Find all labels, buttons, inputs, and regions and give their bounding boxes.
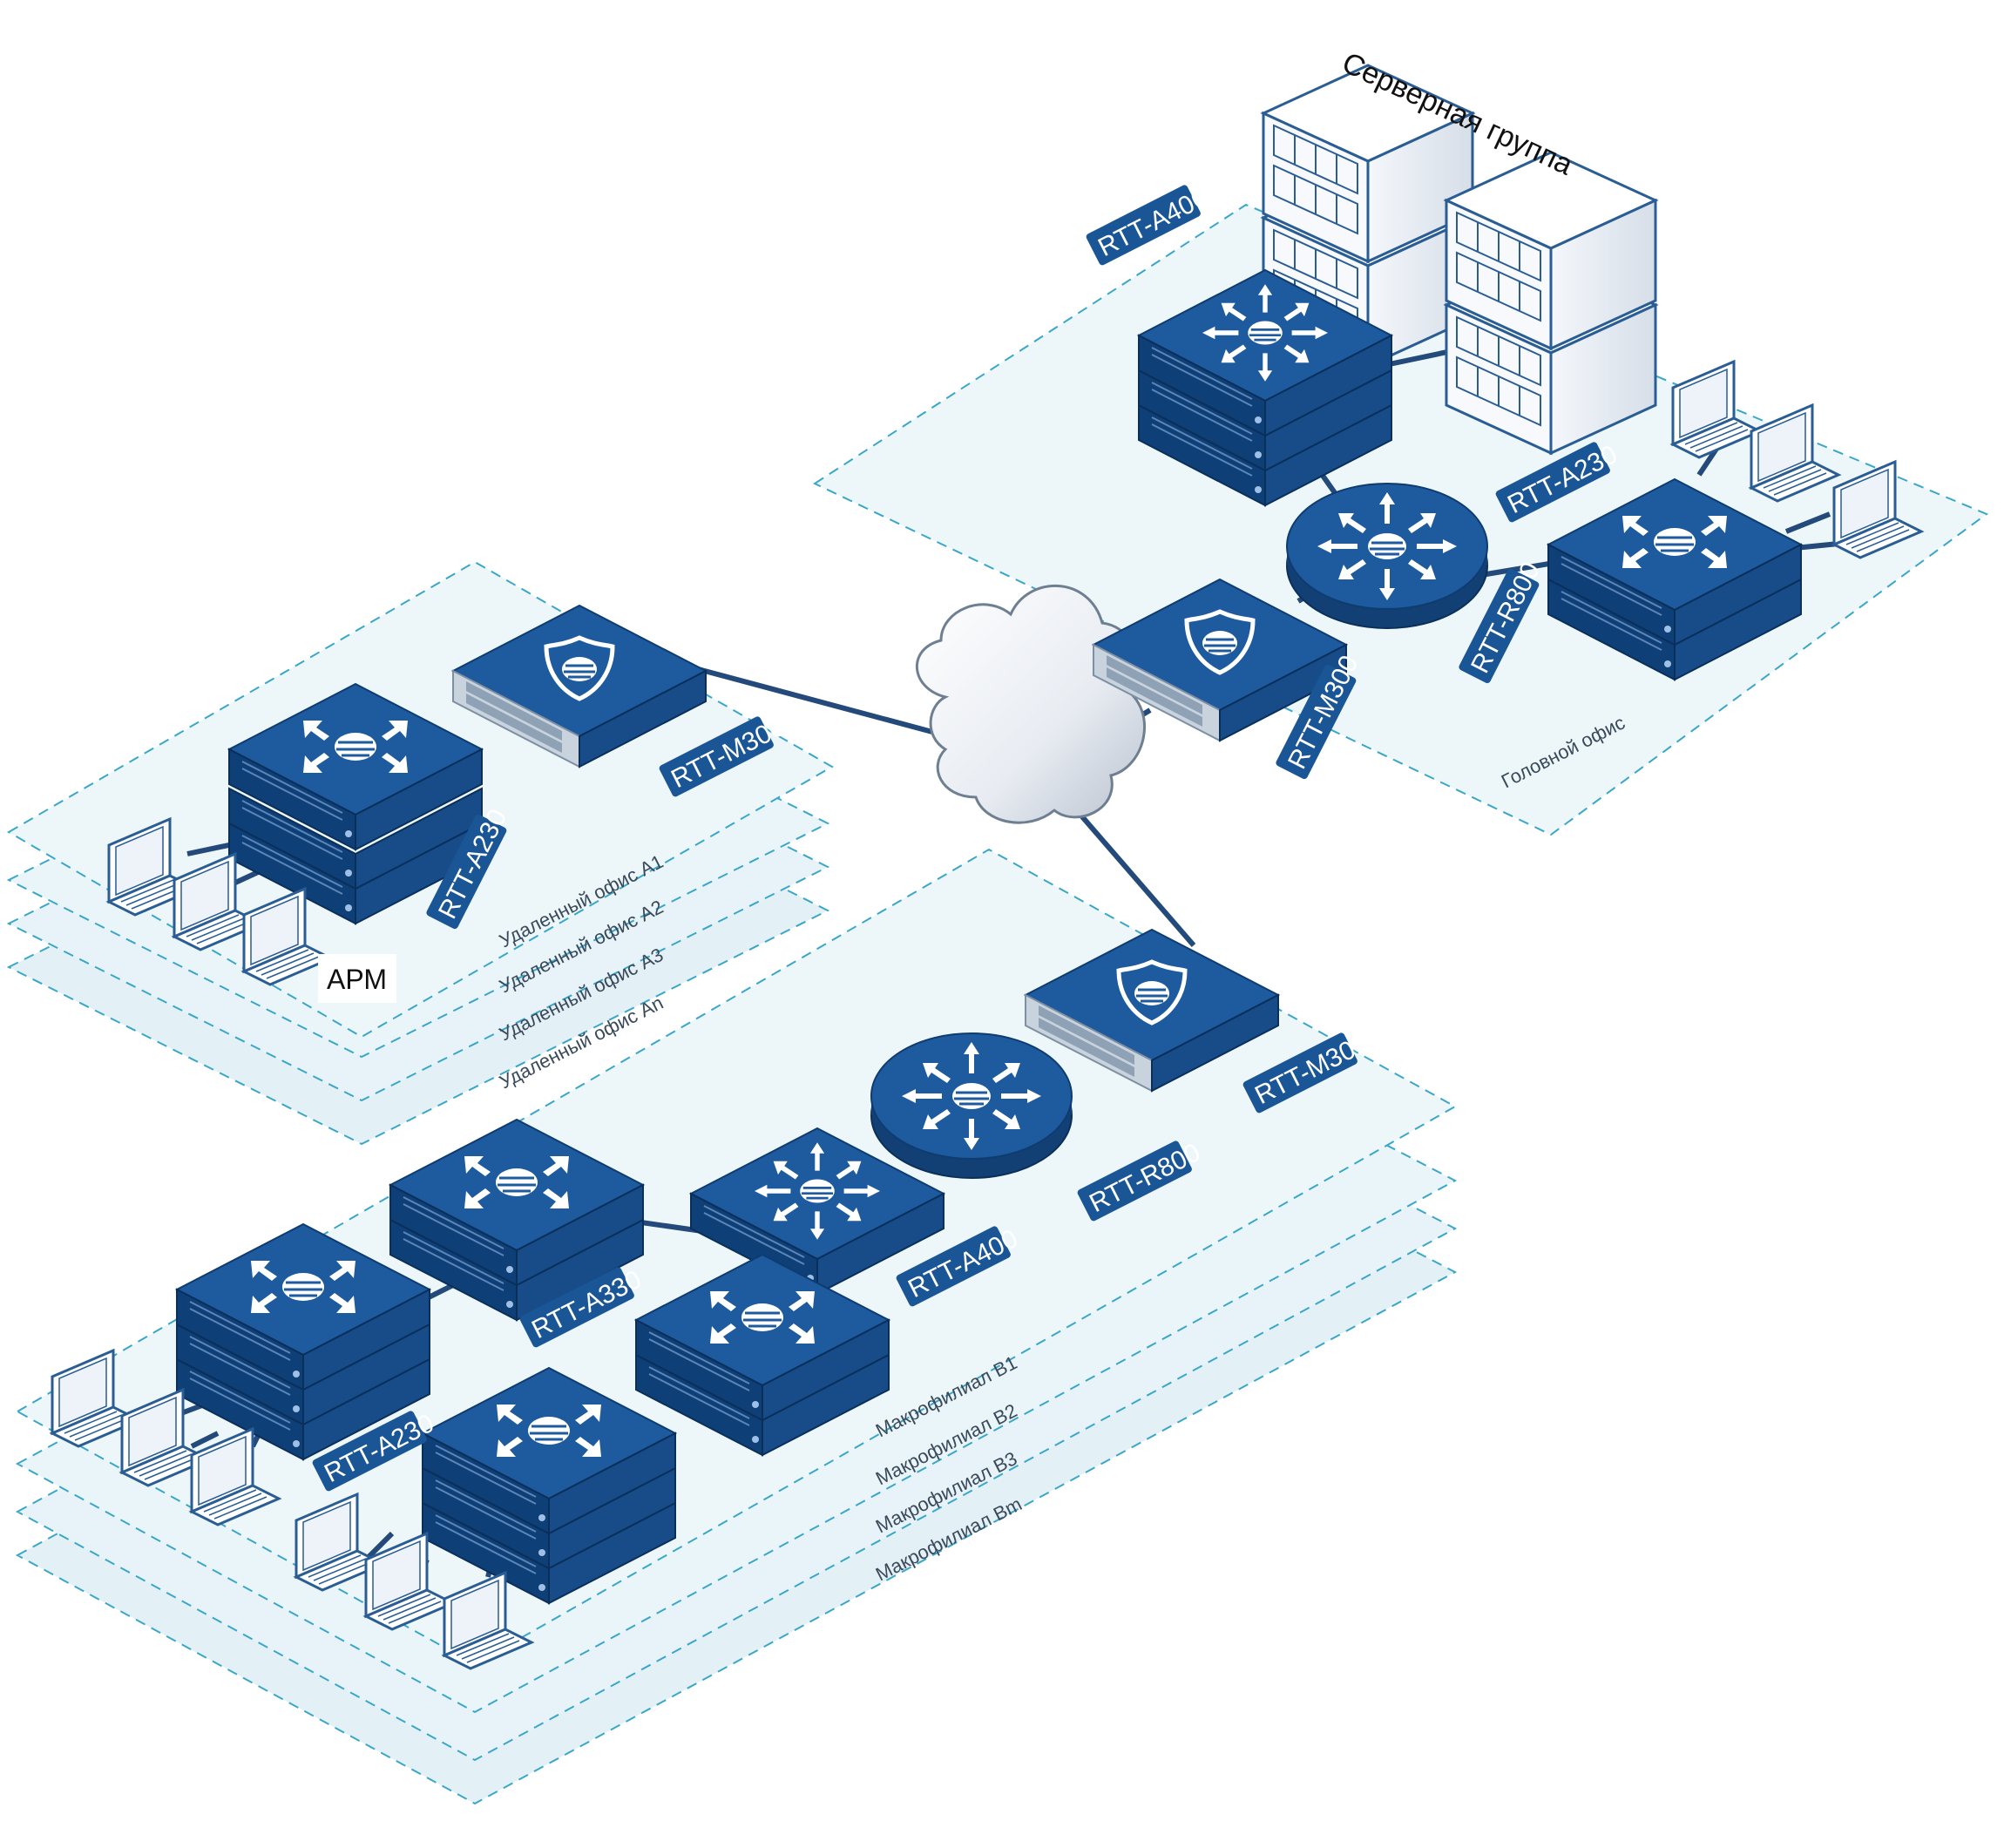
head-router[interactable]: [1287, 484, 1487, 628]
cloud-icon: [916, 585, 1146, 824]
router-icon: [871, 1033, 1072, 1178]
router-icon: [1287, 484, 1487, 628]
workstation-label: АРМ: [327, 964, 387, 995]
macro-router[interactable]: [871, 1033, 1072, 1178]
workstation-caption: АРМ: [318, 954, 396, 1003]
